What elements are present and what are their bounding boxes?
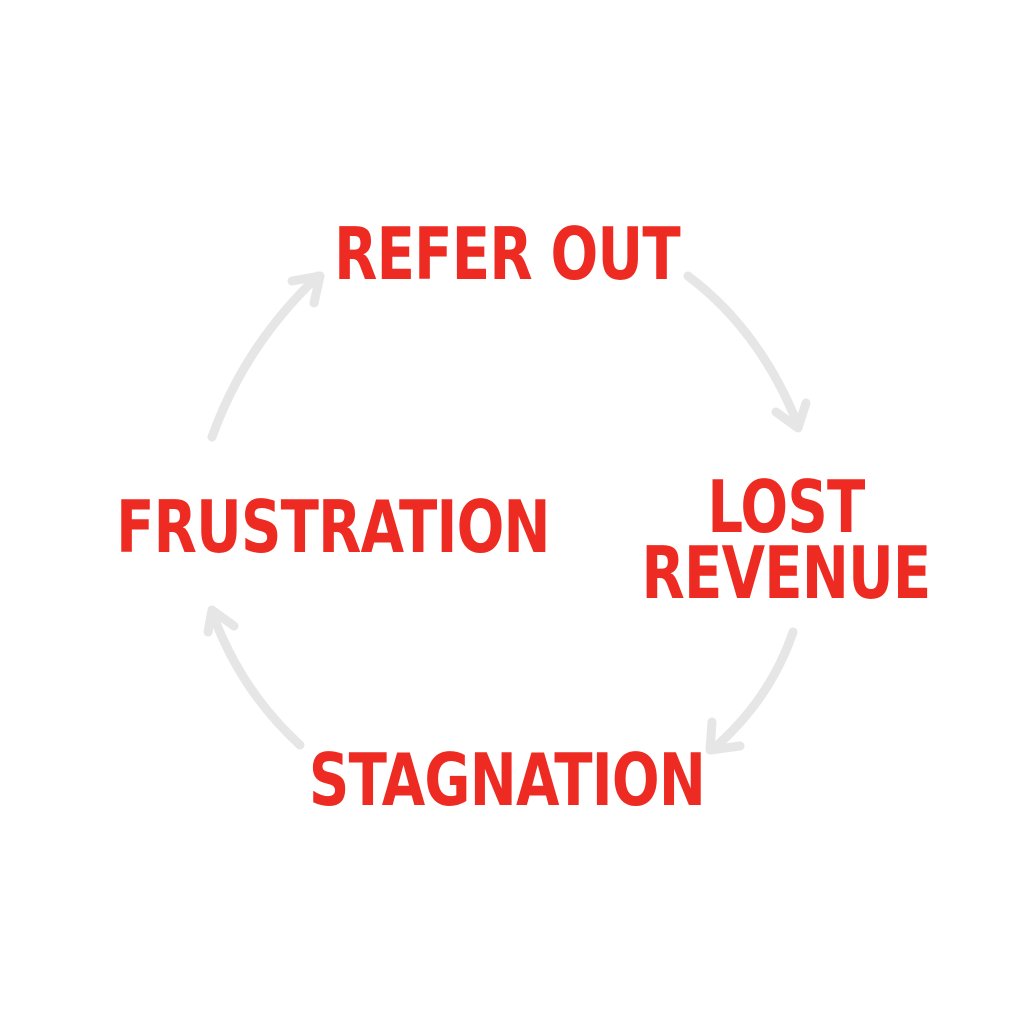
node-label-line: STAGNATION <box>308 738 706 822</box>
node-label-line: FRUSTRATION <box>116 485 550 569</box>
cycle-node-frustration: FRUSTRATION <box>116 485 550 569</box>
cycle-node-refer-out: REFER OUT <box>308 212 706 296</box>
arrowhead-icon <box>287 271 325 308</box>
node-label-line: REVENUE <box>641 531 932 615</box>
curved-arrow-icon <box>207 271 323 442</box>
arrowhead-icon <box>771 398 811 433</box>
arrow-stagnation-to-frustration <box>203 605 305 750</box>
arrow-lost-revenue-to-stagnation <box>705 627 798 755</box>
arrow-frustration-to-refer-out <box>207 271 325 442</box>
curved-arrow-icon <box>683 271 803 430</box>
arrowhead-icon <box>705 717 745 755</box>
curved-arrow-icon <box>707 627 798 755</box>
node-label-line: LOST <box>707 465 865 549</box>
node-label-line: REFER OUT <box>334 212 681 296</box>
cycle-node-stagnation: STAGNATION <box>308 738 706 822</box>
arrow-refer-out-to-lost-revenue <box>683 271 811 433</box>
cycle-node-lost-revenue: LOST REVENUE <box>622 465 950 615</box>
arrowhead-icon <box>203 605 239 637</box>
curved-arrow-icon <box>207 607 305 750</box>
